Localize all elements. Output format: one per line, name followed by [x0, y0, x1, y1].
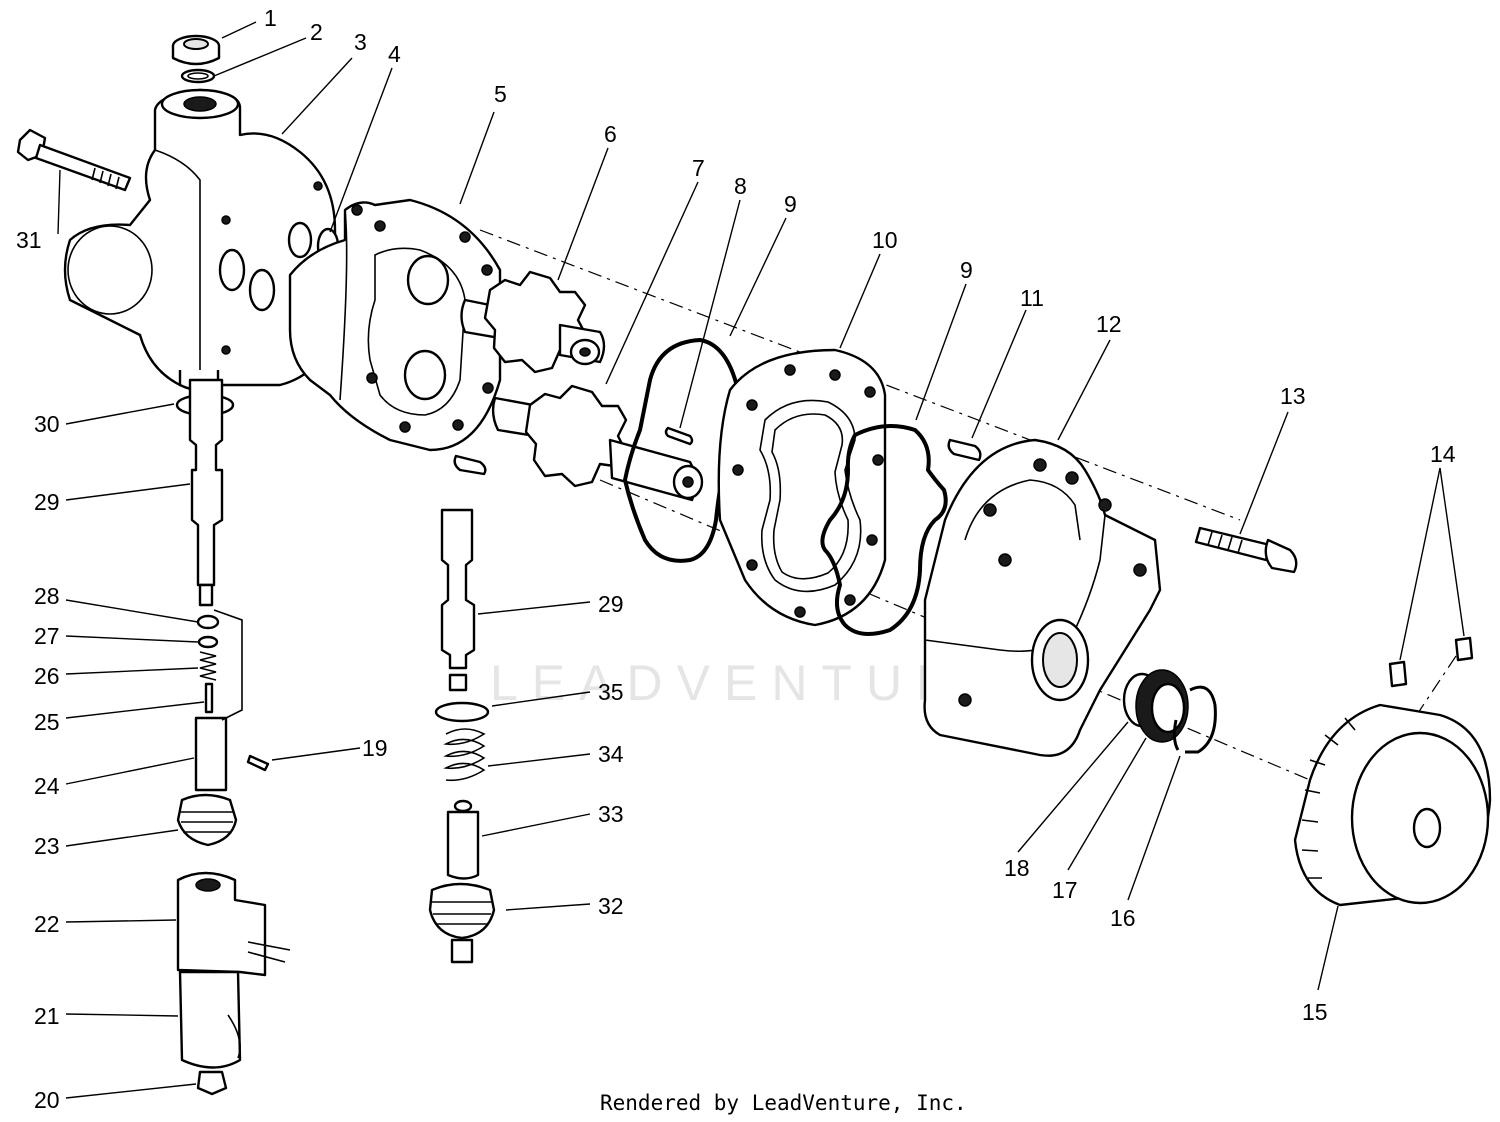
callout-28: 28 [34, 583, 60, 609]
callout-25: 25 [34, 709, 60, 735]
part-15-pulley [1293, 703, 1492, 907]
callout-30: 30 [34, 411, 60, 437]
part-31-bolt [16, 128, 132, 192]
part-25-pin [204, 682, 214, 714]
callout-8: 8 [734, 173, 747, 199]
part-20-nut [196, 1070, 228, 1096]
part-5-wear-plate [288, 198, 502, 452]
part-23-valve-seat [176, 793, 238, 847]
leader-lines [57, 21, 1465, 1099]
callout-3: 3 [354, 29, 367, 55]
part-35-o-ring [434, 701, 490, 723]
part-2-washer [180, 68, 216, 84]
callout-22: 22 [34, 911, 60, 937]
callout-34: 34 [598, 741, 624, 767]
part-12-end-cover [923, 438, 1162, 757]
part-26-spring [199, 651, 217, 681]
callout-10: 10 [872, 227, 898, 253]
callout-31: 31 [16, 227, 42, 253]
part-dowel-pin-plate [453, 454, 487, 476]
part-22-solenoid-body [176, 871, 291, 977]
part-8-key [664, 426, 694, 446]
callout-32: 32 [598, 893, 624, 919]
callout-13: 13 [1280, 383, 1306, 409]
callout-15: 15 [1302, 999, 1328, 1025]
part-7-driven-gear [491, 384, 704, 502]
part-21-coil-cover [178, 970, 242, 1069]
callout-27: 27 [34, 623, 60, 649]
callout-6: 6 [604, 121, 617, 147]
callout-4: 4 [388, 41, 401, 67]
callout-1: 1 [264, 5, 277, 31]
part-33-poppet-sleeve [446, 799, 480, 880]
part-1-plug [171, 34, 221, 66]
callout-2: 2 [310, 19, 323, 45]
callout-9b: 9 [960, 257, 973, 283]
callout-labels: 1 2 3 4 5 6 7 8 9 9 10 11 12 13 14 15 16… [16, 5, 1456, 1113]
watermark-text: LEADVENTURE [490, 655, 1014, 711]
callout-20: 20 [34, 1087, 60, 1113]
callout-33: 33 [598, 801, 624, 827]
part-10-gear-body [717, 348, 887, 627]
callout-29a: 29 [34, 489, 60, 515]
callout-12: 12 [1096, 311, 1122, 337]
part-13-cap-screw [1194, 526, 1298, 574]
part-29-relief-spool-left [188, 378, 224, 607]
callout-16: 16 [1110, 905, 1136, 931]
callout-17: 17 [1052, 877, 1078, 903]
callout-19: 19 [362, 735, 388, 761]
callout-7: 7 [692, 155, 705, 181]
callout-18: 18 [1004, 855, 1030, 881]
callout-11: 11 [1020, 285, 1044, 311]
part-17-shaft-seal [1135, 669, 1189, 743]
part-19-roll-pin [246, 754, 270, 772]
part-32-valve-seat [428, 882, 496, 964]
callout-23: 23 [34, 833, 60, 859]
part-9-seal-ring-rear [820, 424, 948, 636]
callout-35: 35 [598, 679, 624, 705]
footer-credit: Rendered by LeadVenture, Inc. [600, 1091, 967, 1115]
part-14-set-screws [1388, 636, 1474, 688]
part-29-relief-spool-middle [440, 508, 476, 692]
part-27-shim [197, 635, 219, 649]
part-6-drive-gear [460, 270, 606, 374]
callout-21: 21 [34, 1003, 60, 1029]
part-16-retaining-ring [1172, 685, 1217, 754]
callout-26: 26 [34, 663, 60, 689]
callout-24: 24 [34, 773, 60, 799]
callout-29b: 29 [598, 591, 624, 617]
part-24-sleeve [194, 716, 228, 792]
part-28-poppet [196, 614, 220, 630]
callout-5: 5 [494, 81, 507, 107]
callout-9a: 9 [784, 191, 797, 217]
part-34-spring [443, 728, 486, 782]
callout-14: 14 [1430, 441, 1456, 467]
spool-assembly-bracket [213, 609, 243, 721]
